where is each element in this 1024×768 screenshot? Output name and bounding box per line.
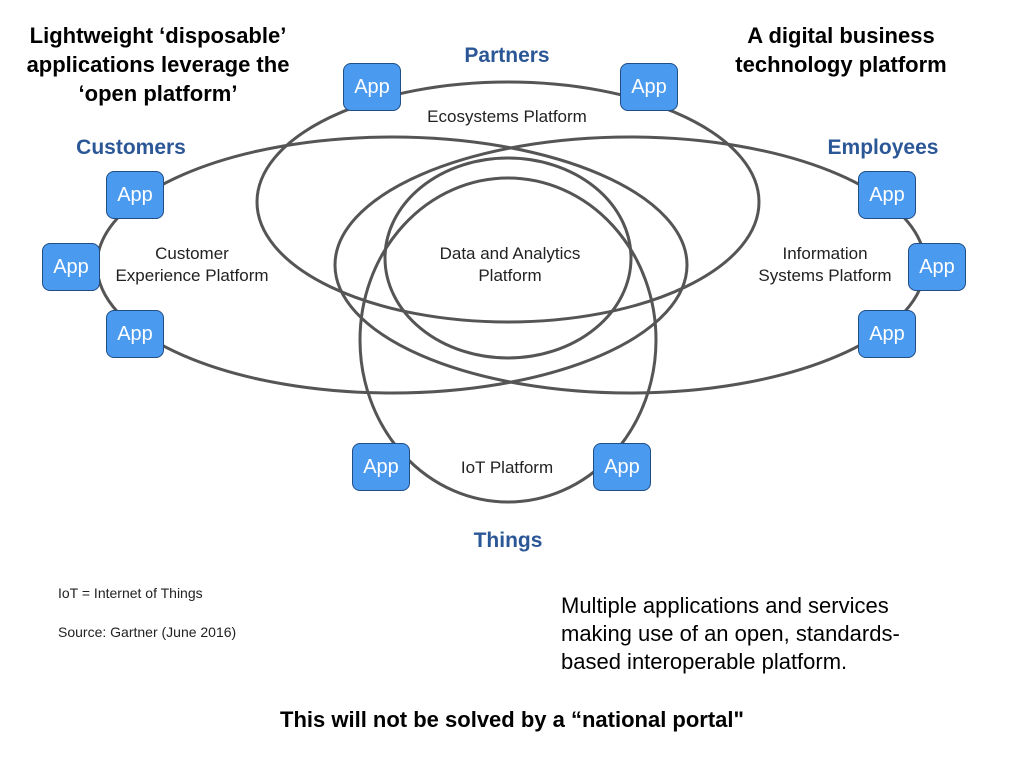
customer-platform-line-2: Experience Platform <box>115 266 269 285</box>
iot-definition-note: IoT = Internet of Things <box>58 585 203 601</box>
things-app-left-button[interactable]: App <box>352 443 410 491</box>
information-platform-line-1: Information <box>782 244 868 263</box>
customers-app-bottom-button[interactable]: App <box>106 310 164 358</box>
footer-statement: This will not be solved by a “national p… <box>280 707 744 732</box>
ecosystems-platform-label: Ecosystems Platform <box>427 106 587 128</box>
customer-platform-line-1: Customer <box>155 244 229 263</box>
data-platform-line-1: Data and Analytics <box>439 244 581 263</box>
partners-label: Partners <box>464 44 550 67</box>
customer-experience-platform-label: Customer Experience Platform <box>115 243 268 287</box>
partners-app-right-button[interactable]: App <box>620 63 678 111</box>
ecosystems-platform-ellipse <box>255 80 761 324</box>
iot-platform-ellipse <box>358 176 658 504</box>
summary-line-2: making use of an open, standards- <box>561 621 900 646</box>
left-heading-line-2: applications leverage the <box>26 52 290 77</box>
right-heading-line-2: technology platform <box>735 52 947 77</box>
information-platform-line-2: Systems Platform <box>758 266 892 285</box>
employees-app-bottom-button[interactable]: App <box>858 310 916 358</box>
customers-label: Customers <box>76 136 186 159</box>
things-label: Things <box>473 529 543 552</box>
summary-line-3: based interoperable platform. <box>561 649 848 674</box>
right-heading: A digital business technology platform <box>700 21 982 79</box>
ecosystems-platform-line-1: Ecosystems Platform <box>427 107 587 126</box>
data-platform-line-2: Platform <box>478 266 542 285</box>
customers-app-middle-button[interactable]: App <box>42 243 100 291</box>
employees-app-middle-button[interactable]: App <box>908 243 966 291</box>
things-app-right-button[interactable]: App <box>593 443 651 491</box>
right-heading-line-1: A digital business <box>747 23 935 48</box>
iot-platform-line-1: IoT Platform <box>460 458 554 477</box>
left-heading-line-3: ‘open platform’ <box>78 81 238 106</box>
summary-line-1: Multiple applications and services <box>561 593 889 618</box>
partners-app-left-button[interactable]: App <box>343 63 401 111</box>
employees-label: Employees <box>827 136 939 159</box>
customers-app-top-button[interactable]: App <box>106 171 164 219</box>
data-analytics-ellipse <box>383 156 633 360</box>
iot-platform-label: IoT Platform <box>461 457 553 479</box>
left-heading: Lightweight ‘disposable’ applications le… <box>2 21 314 108</box>
source-note: Source: Gartner (June 2016) <box>58 624 237 640</box>
left-heading-line-1: Lightweight ‘disposable’ <box>29 23 287 48</box>
information-systems-platform-label: Information Systems Platform <box>758 243 891 287</box>
employees-app-top-button[interactable]: App <box>858 171 916 219</box>
summary-text: Multiple applications and services makin… <box>561 592 900 676</box>
data-analytics-platform-label: Data and Analytics Platform <box>440 243 581 287</box>
